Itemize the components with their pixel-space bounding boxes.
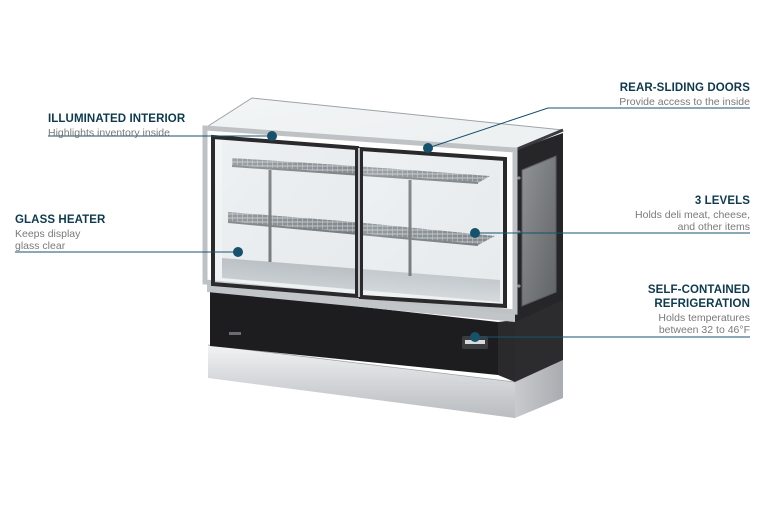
glass-heater-title: GLASS HEATER xyxy=(15,214,106,226)
glass-heater-dot-icon xyxy=(233,247,243,257)
callout-three-levels: 3 LEVELS Holds deli meat, cheese, and ot… xyxy=(635,195,750,234)
refrigeration-title-line2: REFRIGERATION xyxy=(654,297,750,310)
rear-sliding-doors-title: REAR-SLIDING DOORS xyxy=(619,82,750,94)
refrigeration-title-line1: SELF-CONTAINED xyxy=(647,284,750,296)
callout-refrigeration: SELF-CONTAINED REFRIGERATION Holds tempe… xyxy=(648,284,750,337)
lower-cabinet xyxy=(210,290,563,382)
refrigeration-desc-line2: between 32 to 46°F xyxy=(658,324,750,337)
refrigeration-dot-icon xyxy=(470,332,480,342)
illuminated-interior-desc: Highlights inventory inside xyxy=(48,126,170,139)
callout-rear-sliding-doors: REAR-SLIDING DOORS Provide access to the… xyxy=(619,82,750,108)
rear-sliding-doors-dot-icon xyxy=(423,143,433,153)
refrigeration-desc-line1: Holds temperatures xyxy=(658,311,750,324)
three-levels-dot-icon xyxy=(470,228,480,238)
side-panel xyxy=(515,133,563,322)
glass-heater-desc-line2: glass clear xyxy=(15,240,66,253)
rear-sliding-doors-desc: Provide access to the inside xyxy=(619,95,750,108)
brand-plate-icon xyxy=(229,332,241,335)
illuminated-interior-dot-icon xyxy=(267,131,277,141)
three-levels-title: 3 LEVELS xyxy=(694,195,750,207)
front-frame xyxy=(202,125,518,315)
stainless-base xyxy=(207,344,563,418)
leader-dots xyxy=(233,131,480,342)
glass-heater-desc-line1: Keeps display xyxy=(15,227,81,240)
callout-illuminated-interior: ILLUMINATED INTERIOR Highlights inventor… xyxy=(48,113,185,139)
illuminated-interior-title: ILLUMINATED INTERIOR xyxy=(48,113,186,125)
three-levels-desc-line1: Holds deli meat, cheese, xyxy=(635,208,750,221)
callout-glass-heater: GLASS HEATER Keeps display glass clear xyxy=(15,214,105,253)
leader-line-rear-sliding-doors xyxy=(427,107,750,149)
three-levels-desc-line2: and other items xyxy=(677,221,750,234)
leader-lines xyxy=(15,107,750,338)
